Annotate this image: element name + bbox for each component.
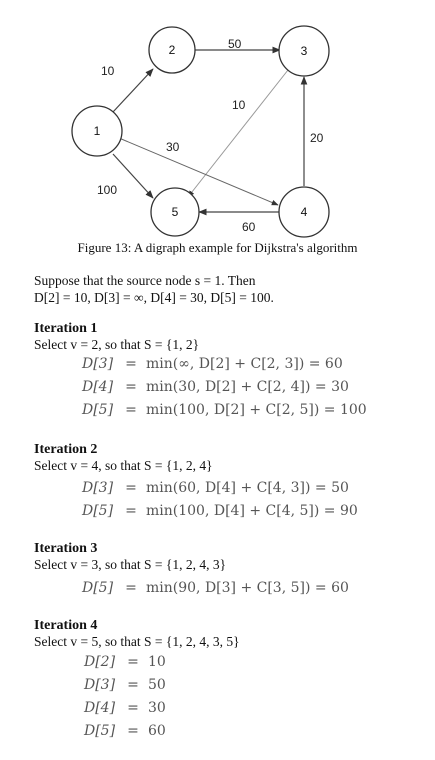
weight-1-2: 10	[101, 64, 115, 78]
weight-1-4: 30	[166, 140, 180, 154]
equation-rhs: 10	[148, 654, 166, 670]
equation-lhs: D[4]	[82, 379, 114, 395]
equation-lhs: D[3]	[82, 356, 114, 372]
equation-row: D[2]=10	[84, 654, 166, 670]
equation-rhs: min(30, D[2] + C[2, 4]) = 30	[146, 379, 349, 395]
iteration-2-select: Select v = 4, so that S = {1, 2, 4}	[34, 458, 213, 473]
equation-rhs: min(∞, D[2] + C[2, 3]) = 60	[146, 356, 343, 372]
node-3-label: 3	[301, 44, 308, 58]
weight-2-3: 50	[228, 37, 242, 51]
equation-row: D[5]=min(100, D[2] + C[2, 5]) = 100	[82, 402, 367, 418]
equation-lhs: D[2]	[84, 654, 116, 670]
node-3	[278, 25, 330, 77]
weight-3-5: 10	[232, 98, 246, 112]
node-2	[148, 26, 196, 74]
edge-1-2	[112, 68, 154, 113]
figure-caption: Figure 13: A digraph example for Dijkstr…	[77, 240, 358, 255]
equation-row: D[3]=min(60, D[4] + C[4, 3]) = 50	[82, 480, 349, 496]
node-5-label: 5	[172, 205, 179, 219]
equation-rhs: min(90, D[3] + C[3, 5]) = 60	[146, 580, 349, 596]
iteration-4-title: Iteration 4	[34, 618, 98, 633]
node-4	[278, 186, 330, 238]
intro-line-1: Suppose that the source node s = 1. Then	[34, 273, 256, 288]
intro-line-2: D[2] = 10, D[3] = ∞, D[4] = 30, D[5] = 1…	[34, 290, 274, 305]
equation-lhs: D[3]	[82, 480, 114, 496]
equation-row: D[3]=min(∞, D[2] + C[2, 3]) = 60	[82, 356, 343, 372]
digraph-figure: 10 50 10 30 20 100 60 1 2 3 4 5	[71, 25, 330, 238]
equation-row: D[5]=min(90, D[3] + C[3, 5]) = 60	[82, 580, 349, 596]
edge-3-5	[187, 69, 289, 198]
iteration-3-title: Iteration 3	[34, 541, 98, 556]
iteration-2-title: Iteration 2	[34, 442, 98, 457]
node-2-label: 2	[169, 43, 176, 57]
equation-rhs: 30	[148, 700, 166, 716]
equation-rhs: min(100, D[2] + C[2, 5]) = 100	[146, 402, 367, 418]
equation-rhs: 60	[148, 723, 166, 739]
equation-rhs: min(100, D[4] + C[4, 5]) = 90	[146, 503, 358, 519]
weight-1-5: 100	[97, 183, 117, 197]
equation-row: D[3]=50	[84, 677, 166, 693]
node-4-label: 4	[301, 205, 308, 219]
equation-row: D[5]=60	[84, 723, 166, 739]
equation-lhs: D[4]	[84, 700, 116, 716]
equation-lhs: D[5]	[82, 503, 114, 519]
edge-1-5	[112, 153, 154, 199]
iteration-3-select: Select v = 3, so that S = {1, 2, 4, 3}	[34, 557, 227, 572]
iteration-1-title: Iteration 1	[34, 321, 98, 336]
equation-row: D[5]=min(100, D[4] + C[4, 5]) = 90	[82, 503, 358, 519]
node-5	[150, 187, 200, 237]
equation-rhs: 50	[148, 677, 166, 693]
iteration-4-select: Select v = 5, so that S = {1, 2, 4, 3, 5…	[34, 634, 240, 649]
equation-lhs: D[3]	[84, 677, 116, 693]
equation-rhs: min(60, D[4] + C[4, 3]) = 50	[146, 480, 349, 496]
edge-1-4	[118, 137, 279, 206]
node-1-label: 1	[94, 124, 101, 138]
weight-4-5: 60	[242, 220, 256, 234]
equation-lhs: D[5]	[84, 723, 116, 739]
weight-4-3: 20	[310, 131, 324, 145]
equation-row: D[4]=30	[84, 700, 166, 716]
equation-lhs: D[5]	[82, 580, 114, 596]
iteration-1-select: Select v = 2, so that S = {1, 2}	[34, 337, 200, 352]
equation-row: D[4]=min(30, D[2] + C[2, 4]) = 30	[82, 379, 349, 395]
node-1	[71, 105, 123, 157]
equation-lhs: D[5]	[82, 402, 114, 418]
